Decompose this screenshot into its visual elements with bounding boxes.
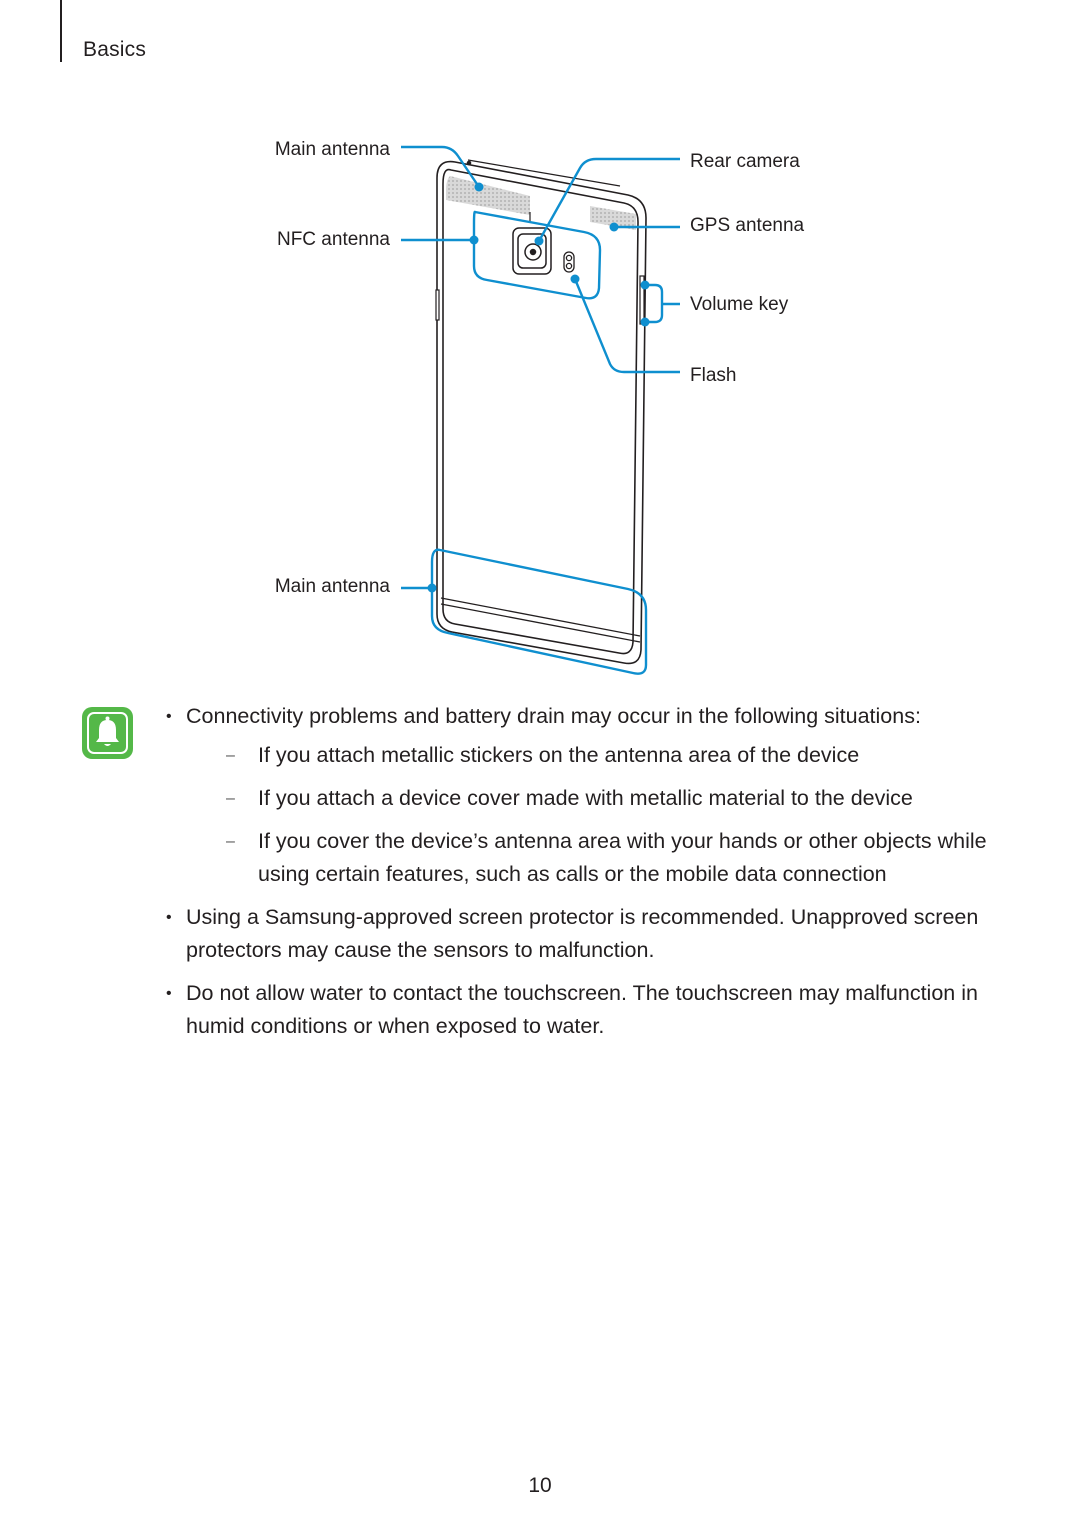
flash-module: [563, 251, 575, 273]
section-rule: [60, 0, 62, 62]
label-volume-key: Volume key: [690, 294, 789, 315]
bell-icon: [96, 716, 119, 746]
note-text: Connectivity problems and battery drain …: [186, 704, 921, 728]
device-rear-diagram: [401, 145, 680, 675]
label-main-antenna-bottom: Main antenna: [274, 576, 390, 597]
section-title: Basics: [83, 38, 147, 61]
label-flash: Flash: [690, 365, 737, 386]
phone-body: [435, 159, 647, 665]
gps-antenna-area: [590, 206, 636, 230]
label-nfc-antenna: NFC antenna: [276, 229, 390, 250]
sub-item: If you attach a device cover made with m…: [186, 782, 1020, 815]
rear-camera-module: [512, 227, 552, 275]
notes-list: Connectivity problems and battery drain …: [160, 700, 1020, 1053]
note-bullet: Connectivity problems and battery drain …: [160, 700, 1020, 891]
sub-item: If you cover the device’s antenna area w…: [186, 825, 1020, 891]
note-badge: [82, 707, 133, 759]
callout-dots: [427, 182, 650, 593]
sub-list: If you attach metallic stickers on the a…: [186, 739, 1020, 891]
note-bullet: Do not allow water to contact the touchs…: [160, 977, 1020, 1043]
label-gps-antenna: GPS antenna: [690, 215, 805, 236]
note-bullet: Using a Samsung-approved screen protecto…: [160, 901, 1020, 967]
page-number: 10: [528, 1474, 552, 1497]
label-main-antenna-top: Main antenna: [274, 139, 390, 160]
callout-lines: [401, 145, 680, 675]
sub-item: If you attach metallic stickers on the a…: [186, 739, 1020, 772]
main-antenna-top-area: [446, 176, 530, 215]
label-rear-camera: Rear camera: [690, 151, 800, 172]
